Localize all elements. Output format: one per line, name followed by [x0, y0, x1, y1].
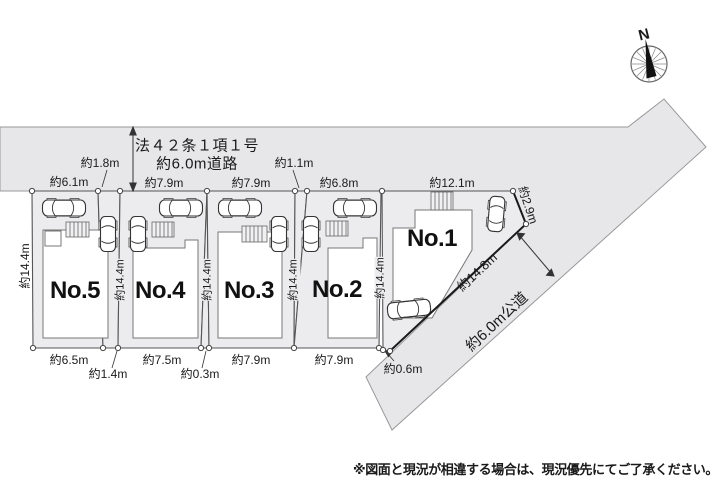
stairs-no3: [241, 225, 268, 243]
lot-no3-label: No.3: [223, 277, 275, 304]
dim-bottom-7-9m-a: 約7.9m: [231, 353, 271, 367]
building-no5-entry: [44, 230, 62, 247]
compass: [630, 39, 668, 83]
disclaimer-text: ※図面と現況が相違する場合は、現況優先にてご了承ください。: [352, 462, 718, 477]
car-no2: [332, 197, 378, 219]
dim-top-7-9m-a: 約7.9m: [144, 176, 184, 190]
lot-no1-label: No.1: [406, 225, 458, 252]
dim-bottom-7-5m: 約7.5m: [142, 353, 182, 367]
dim-bottom-6-5m: 約6.5m: [49, 353, 89, 367]
dim-inner-14-4m-a: 約14.4m: [114, 259, 128, 301]
lot-no5-label: No.5: [49, 277, 101, 304]
dim-top-6-1m: 約6.1m: [49, 175, 89, 189]
dim-bottom-0-3m: 約0.3m: [180, 367, 220, 381]
car-no1-lower: [386, 296, 432, 322]
dim-bottom-7-9m-b: 約7.9m: [314, 353, 354, 367]
building-no2: [327, 237, 378, 339]
car-strip3-left: [269, 215, 289, 253]
stairs-no5: [65, 221, 90, 238]
dim-top-7-9m-b: 約7.9m: [231, 176, 271, 190]
car-no5: [41, 197, 87, 219]
stairs-no2: [325, 220, 349, 237]
dim-inner-14-4m-b: 約14.4m: [201, 259, 215, 301]
building-no4: [132, 239, 199, 339]
stairs-no4: [151, 221, 175, 238]
stairs-no1: [430, 191, 454, 211]
dim-left-14-4m: 約14.4m: [18, 243, 32, 289]
dim-inner-14-4m-d: 約14.4m: [374, 257, 388, 299]
car-no1-upper: [485, 195, 508, 233]
car-strip3-right: [301, 215, 321, 253]
dim-top-1-1m: 約1.1m: [274, 156, 314, 170]
road-width-label: 約6.0m道路: [156, 155, 238, 173]
road-regulation-label: 法４２条１項１号: [134, 137, 260, 155]
dim-top-1-8m: 約1.8m: [80, 156, 120, 170]
stairs-icons: [65, 191, 454, 243]
car-strip1-right: [128, 215, 148, 253]
dim-bottom-1-4m: 約1.4m: [88, 367, 128, 381]
dimension-lines: [101, 125, 555, 369]
compass-needle: [645, 39, 657, 79]
dim-top-12-1m: 約12.1m: [429, 176, 475, 190]
building-no3: [217, 231, 283, 339]
dim-top-6-8m: 約6.8m: [319, 176, 359, 190]
dim-bottom-0-6m: 約0.6m: [383, 362, 423, 376]
survey-points: [28, 187, 530, 355]
lot-no2-label: No.2: [311, 276, 363, 303]
dim-inner-14-4m-c: 約14.4m: [287, 259, 301, 301]
building-no1: [392, 209, 473, 319]
car-strip1-left: [98, 215, 118, 253]
buildings: [42, 209, 473, 339]
car-no4: [158, 197, 204, 219]
car-no3: [217, 197, 263, 219]
lot-no4-label: No.4: [134, 277, 186, 304]
